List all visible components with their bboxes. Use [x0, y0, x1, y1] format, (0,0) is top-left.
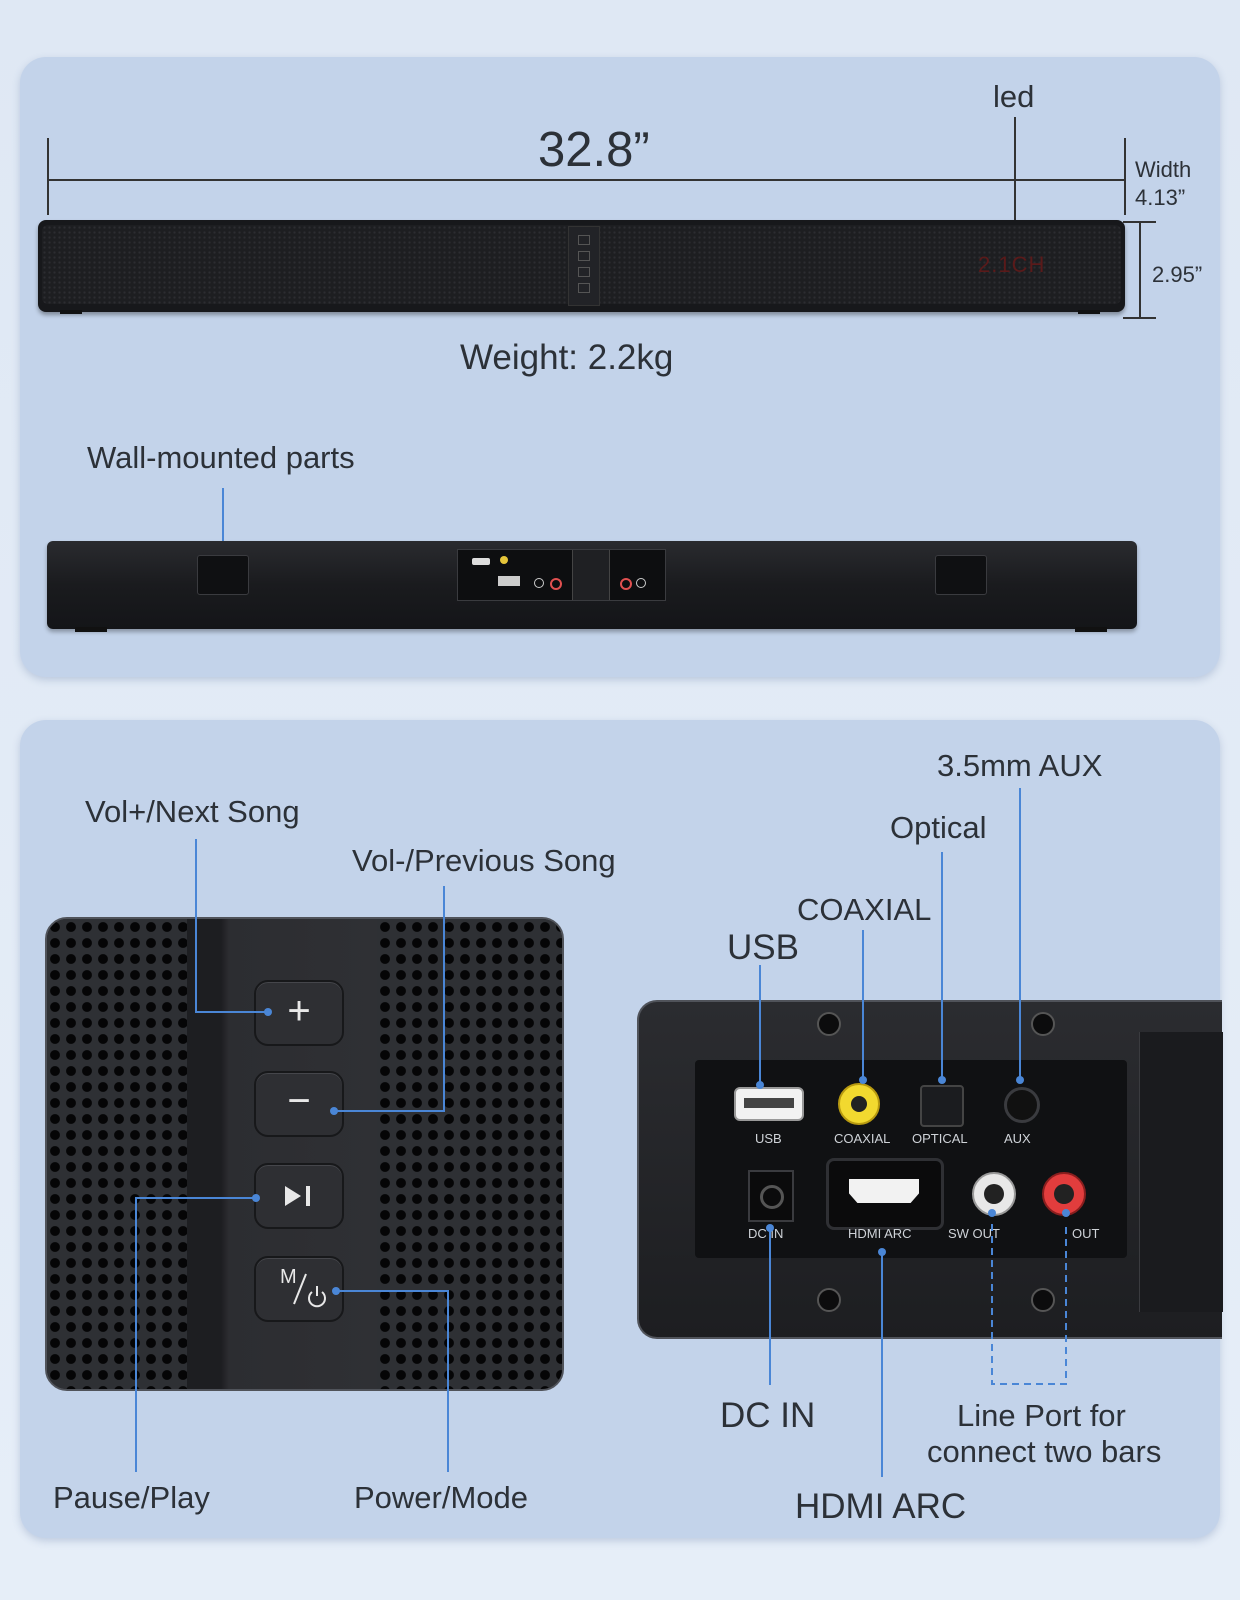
coaxial-callout: COAXIAL — [797, 892, 932, 927]
vol-up-callout: Vol+/Next Song — [85, 794, 300, 829]
line-out-port[interactable] — [1042, 1172, 1086, 1216]
optical-port[interactable] — [920, 1085, 964, 1127]
line-port-callout-line2: connect two bars — [927, 1434, 1162, 1469]
screw-top-right — [1031, 1012, 1055, 1036]
weight-label: Weight: 2.2kg — [460, 338, 674, 377]
usb-port-label: USB — [755, 1131, 782, 1146]
screw-bottom-right — [1031, 1288, 1055, 1312]
soundbar-back — [47, 541, 1137, 629]
sw-out-port[interactable] — [972, 1172, 1016, 1216]
back-foot-left — [75, 627, 107, 632]
play-pause-button[interactable] — [254, 1163, 344, 1229]
optical-callout: Optical — [890, 810, 987, 845]
aux-callout: 3.5mm AUX — [937, 748, 1103, 783]
mode-glyph: M — [280, 1266, 297, 1288]
length-label: 32.8” — [538, 123, 650, 177]
screw-top-left — [817, 1012, 841, 1036]
hdmi-port-label: HDMI ARC — [848, 1226, 912, 1241]
optical-port-label: OPTICAL — [912, 1131, 968, 1146]
power-icon — [293, 1273, 326, 1308]
dc-in-port[interactable] — [748, 1170, 794, 1222]
dc-port-label: DC IN — [748, 1226, 784, 1241]
soundbar-front: 2.1CH — [38, 220, 1125, 312]
hdmi-arc-port[interactable] — [826, 1158, 944, 1230]
hdmi-arc-callout: HDMI ARC — [795, 1487, 967, 1526]
out-port-label: OUT — [1072, 1226, 1100, 1241]
dc-in-callout: DC IN — [720, 1396, 816, 1435]
usb-callout: USB — [727, 928, 799, 967]
led-label: led — [993, 79, 1035, 114]
play-pause-icon — [285, 1186, 310, 1206]
screw-bottom-left — [817, 1288, 841, 1312]
usb-port[interactable] — [734, 1087, 804, 1121]
wall-mount-label: Wall-mounted parts — [87, 440, 355, 475]
front-foot-left — [60, 310, 82, 314]
aux-port-label: AUX — [1004, 1131, 1031, 1146]
vol-down-button[interactable]: − — [254, 1071, 344, 1137]
speaker-grille-left — [47, 919, 187, 1389]
sw-out-port-label: SW OUT — [948, 1226, 1000, 1241]
pause-play-callout: Pause/Play — [53, 1480, 210, 1515]
wall-mount-bracket-left — [197, 555, 249, 595]
back-foot-right — [1075, 627, 1107, 632]
led-display: 2.1CH — [978, 252, 1046, 277]
width-title: Width — [1135, 157, 1192, 182]
coaxial-port-label: COAXIAL — [834, 1131, 891, 1146]
front-button-strip — [568, 226, 600, 306]
vol-down-callout: Vol-/Previous Song — [352, 843, 616, 878]
aux-port[interactable] — [1004, 1087, 1040, 1123]
side-plate — [1139, 1032, 1223, 1312]
vol-up-button[interactable]: + — [254, 980, 344, 1046]
wall-mount-bracket-right — [935, 555, 987, 595]
width-value: 4.13” — [1135, 185, 1186, 210]
back-port-bay — [457, 549, 666, 601]
coaxial-port[interactable] — [838, 1083, 880, 1125]
power-mode-callout: Power/Mode — [354, 1480, 529, 1515]
front-foot-right — [1078, 310, 1100, 314]
speaker-grille-right — [377, 919, 562, 1389]
length-dimension-line — [47, 117, 1156, 319]
power-mode-button[interactable]: M — [254, 1256, 344, 1322]
height-value: 2.95” — [1152, 262, 1203, 287]
line-port-callout-line1: Line Port for — [957, 1398, 1126, 1433]
